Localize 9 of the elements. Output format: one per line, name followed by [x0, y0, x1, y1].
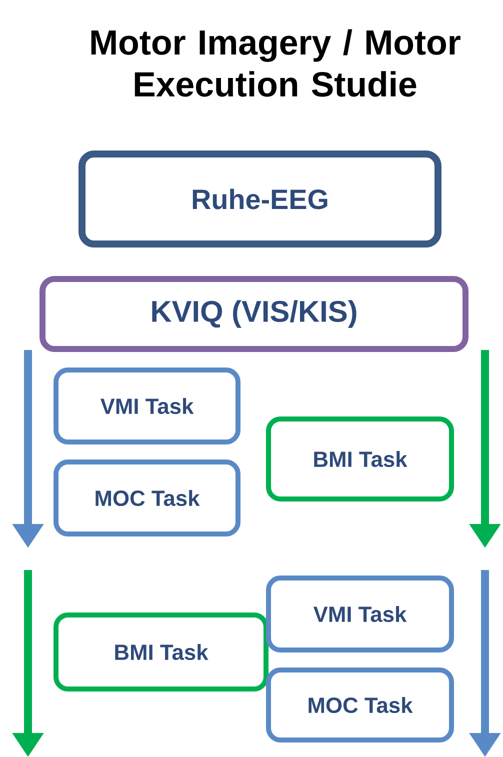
stage-box: KVIQ (VIS/KIS) [40, 276, 468, 352]
task-box: VMI Task [266, 576, 454, 652]
task-box: VMI Task [54, 368, 240, 444]
task-box: MOC Task [266, 668, 454, 742]
task-box: BMI Task [54, 612, 268, 692]
stage-box: Ruhe-EEG [78, 150, 442, 248]
title: Motor Imagery / Motor Execution Studie [91, 29, 460, 97]
task-box: BMI Task [266, 416, 454, 502]
task-box: MOC Task [54, 460, 240, 536]
